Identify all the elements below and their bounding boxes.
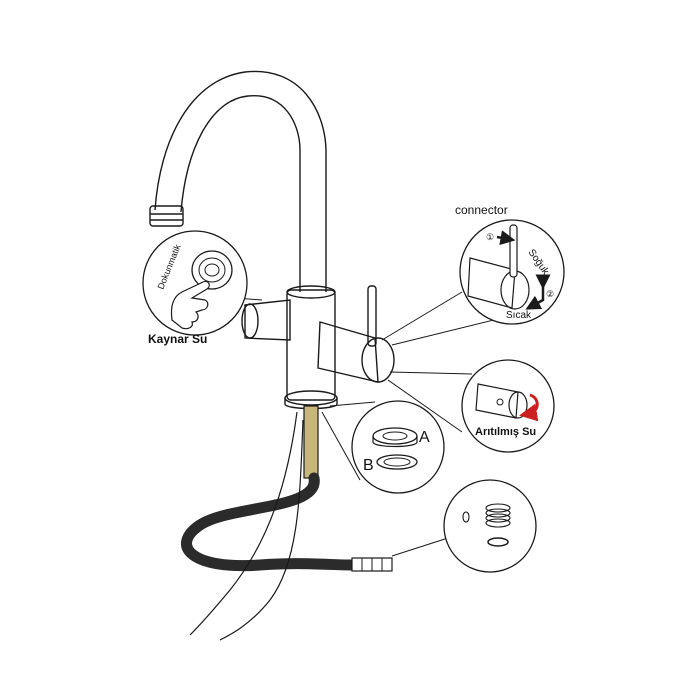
washer-b bbox=[376, 454, 418, 470]
thin-hose-right bbox=[219, 419, 304, 641]
lever bbox=[367, 285, 377, 347]
spout-tip bbox=[149, 205, 184, 227]
handle-body bbox=[317, 321, 379, 383]
o-ring bbox=[487, 537, 509, 547]
threaded-nut bbox=[485, 503, 511, 528]
callout-filtered bbox=[387, 359, 555, 453]
base-ring bbox=[284, 390, 338, 406]
step-two-arrow bbox=[525, 274, 551, 310]
faucet bbox=[149, 70, 395, 410]
under-counter-lines bbox=[181, 405, 393, 641]
boiling-water-label: Kaynar Su bbox=[148, 332, 207, 346]
connector-label: connector bbox=[455, 203, 508, 217]
boiling-button-housing bbox=[244, 299, 291, 341]
touch-button bbox=[191, 250, 233, 290]
hand-icon bbox=[170, 280, 210, 330]
faucet-column bbox=[286, 289, 336, 401]
rotate-arrow-icon bbox=[519, 393, 539, 422]
step-one-arrow bbox=[496, 230, 516, 246]
threaded-pipe bbox=[303, 405, 319, 479]
washer-a-label: A bbox=[419, 429, 430, 446]
hose-black bbox=[181, 472, 358, 572]
spout-inner bbox=[180, 95, 301, 292]
spout-outer bbox=[154, 70, 327, 292]
callout-connector: ① ② Soğuk Sıcak bbox=[381, 219, 565, 346]
filtered-water-label: Arıtılmış Su bbox=[475, 426, 536, 438]
step-two-marker: ② bbox=[546, 289, 554, 299]
connector-lever bbox=[509, 224, 518, 278]
washer-a bbox=[372, 427, 418, 445]
thin-hose-left bbox=[189, 411, 298, 636]
callout-fittings bbox=[391, 479, 537, 573]
callout-touch: Dokunmatik bbox=[142, 230, 263, 336]
washer-b-label: B bbox=[363, 457, 374, 474]
clip-icon bbox=[462, 511, 470, 523]
hot-label: Sıcak bbox=[506, 310, 532, 321]
callout-washers bbox=[321, 400, 445, 494]
step-one-marker: ① bbox=[486, 232, 494, 242]
